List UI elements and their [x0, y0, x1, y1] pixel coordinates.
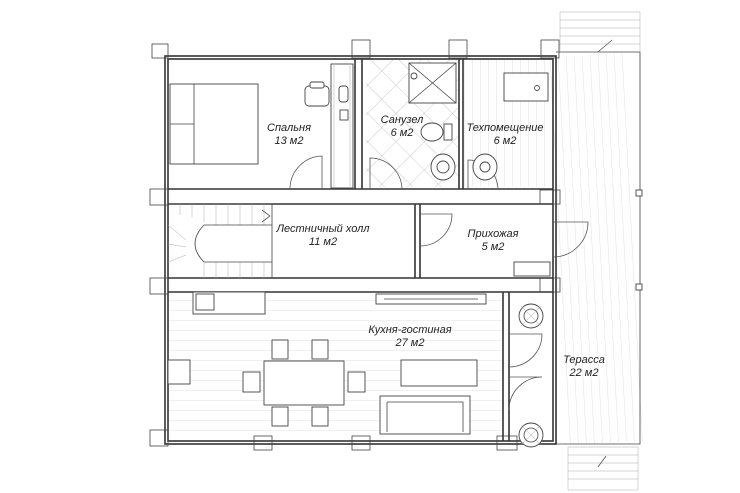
bathroom-fixtures [408, 62, 457, 181]
plants [518, 303, 544, 448]
utility-name: Техпомещение [466, 122, 543, 134]
bathroom-area: 6 м2 [391, 127, 414, 139]
terrace-name: Терасса [563, 354, 605, 366]
hallway-name: Прихожая [467, 228, 518, 240]
stair-hall-area: 11 м2 [309, 236, 337, 248]
hallway-furniture [513, 261, 551, 277]
hallway-area: 5 м2 [482, 241, 505, 253]
bedroom-furniture [169, 63, 354, 189]
kitchen-living-name: Кухня-гостиная [368, 324, 451, 336]
bedroom-name: Спальня [267, 122, 311, 134]
bedroom-area: 13 м2 [275, 135, 304, 147]
kitchen-living-area: 27 м2 [395, 337, 425, 349]
terrace-area: 22 м2 [569, 367, 599, 379]
room-labels: Спальня 13 м2 Санузел 6 м2 Техпомещение … [267, 114, 605, 379]
utility-fixtures [472, 72, 549, 181]
terrace-structure [556, 11, 643, 491]
bathroom-name: Санузел [381, 114, 424, 126]
utility-area: 6 м2 [494, 135, 517, 147]
staircase [167, 203, 273, 278]
stair-hall-name: Лестничный холл [275, 223, 369, 235]
doors [289, 155, 589, 411]
kitchen-living-furniture [167, 291, 487, 435]
